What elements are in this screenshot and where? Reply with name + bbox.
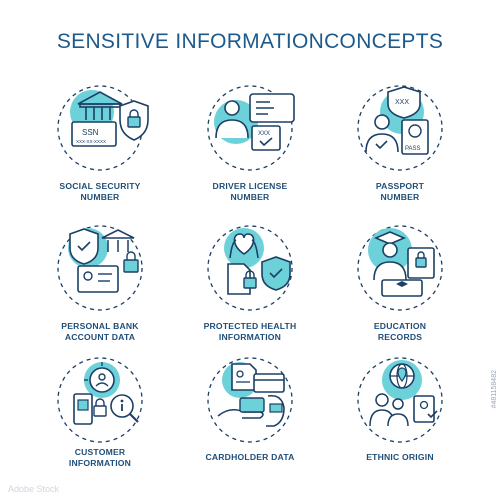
concept-label-line1: PASSPORT — [375, 181, 425, 191]
concept-label-line2: NUMBER — [380, 192, 420, 202]
passport-badge-text: XXX — [395, 99, 409, 106]
page-title: SENSITIVE INFORMATIONCONCEPTS — [56, 30, 444, 53]
globe-people-origin-icon — [357, 357, 443, 443]
concept-label-line1: CARDHOLDER DATA — [205, 452, 295, 462]
concept-label-line2: ACCOUNT DATA — [64, 332, 136, 342]
concept-label-line2: INFORMATION — [218, 332, 282, 342]
concept-label-line1: SOCIAL SECURITY — [59, 181, 141, 191]
cardholder-hand-card-icon — [207, 357, 293, 443]
watermark: Adobe Stock — [8, 484, 60, 494]
concept-label-line1: DRIVER LICENSE — [212, 181, 288, 191]
driver-license-card-icon: XXX — [207, 85, 295, 171]
ssn-card-digits: XXX-XX-XXXX — [76, 139, 106, 144]
ssn-card-text: SSN — [82, 128, 99, 137]
passport-shield-icon: XXX PASS — [357, 85, 443, 171]
graduate-records-lock-icon — [357, 225, 443, 311]
customer-target-search-icon — [57, 357, 143, 443]
concept-label-line1: EDUCATION — [373, 321, 427, 331]
passport-pass-text: PASS — [405, 146, 421, 152]
bank-card-shield-icon — [57, 225, 143, 311]
concept-label-line2: INFORMATION — [68, 458, 132, 468]
bank-ssn-card-lock-icon: SSN XXX-XX-XXXX — [57, 85, 149, 171]
concept-label-line2: NUMBER — [80, 192, 120, 202]
concept-label-line1: CUSTOMER — [74, 447, 126, 457]
concept-label-line2: NUMBER — [230, 192, 270, 202]
stock-id: #481158482 — [491, 370, 498, 409]
concept-label-line1: PERSONAL BANK — [61, 321, 139, 331]
concept-label-line2: RECORDS — [377, 332, 423, 342]
concept-label-line1: PROTECTED HEALTH — [203, 321, 297, 331]
health-heart-shield-icon — [207, 225, 293, 311]
concept-label-line1: ETHNIC ORIGIN — [366, 452, 434, 462]
license-badge-text: XXX — [258, 131, 270, 137]
